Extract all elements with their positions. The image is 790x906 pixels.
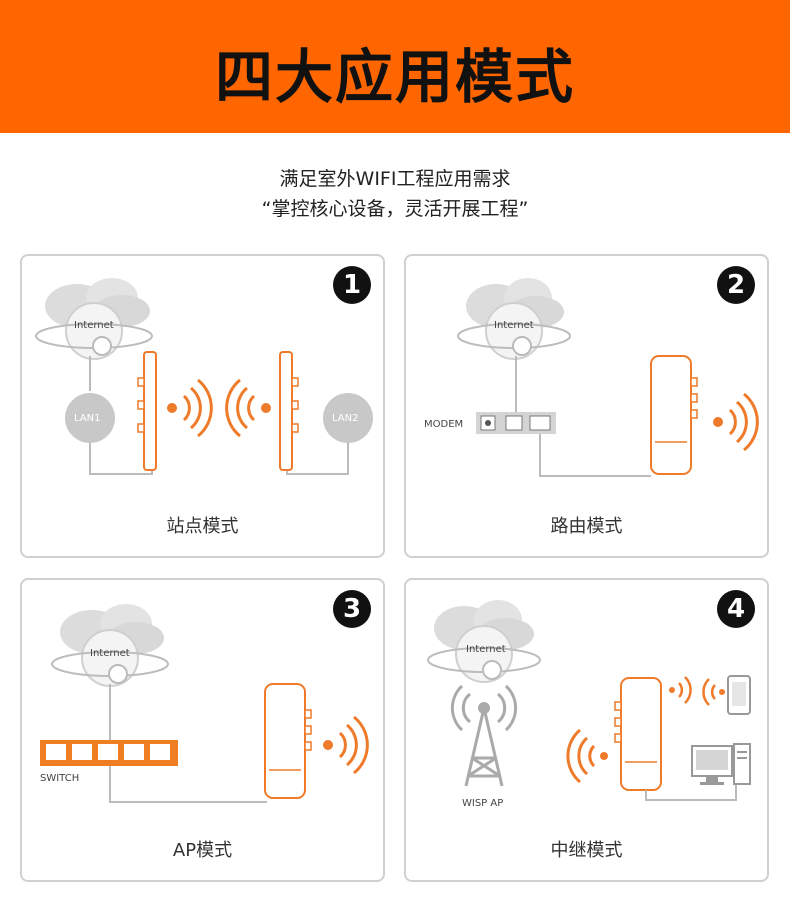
cpe-device-right-icon bbox=[279, 351, 299, 471]
wifi-signal-left-icon bbox=[225, 378, 271, 438]
globe-icon bbox=[457, 302, 571, 360]
station-mode-diagram bbox=[35, 278, 373, 475]
ap-mode-diagram bbox=[40, 604, 369, 803]
globe-icon bbox=[427, 625, 541, 683]
repeater-mode-diagram bbox=[427, 600, 751, 801]
panel-router-mode: Internet MODEM 2 路由模式 bbox=[404, 254, 769, 558]
switch-label: SWITCH bbox=[40, 773, 80, 784]
mode-caption: 中继模式 bbox=[550, 840, 623, 861]
wifi-signal-phone-icon bbox=[702, 678, 725, 706]
wisp-tower-icon bbox=[450, 684, 518, 787]
wifi-signal-left-icon bbox=[566, 728, 608, 784]
cpe-device-left-icon bbox=[137, 351, 157, 471]
mode-caption: AP模式 bbox=[172, 840, 233, 861]
header-banner: 四大应用模式 bbox=[0, 0, 790, 133]
mode-number-badge: 2 bbox=[717, 266, 755, 304]
cpe-device-icon bbox=[614, 677, 662, 791]
lan2-label: LAN2 bbox=[332, 413, 359, 424]
smartphone-icon bbox=[727, 675, 751, 715]
wifi-signal-right-icon bbox=[669, 676, 692, 704]
modem-device-icon bbox=[476, 412, 556, 434]
subtitle-line-2: “掌控核心设备，灵活开展工程” bbox=[261, 198, 529, 220]
panel-repeater-mode: Internet WISP AP 4 中继模式 bbox=[404, 578, 769, 882]
mode-number-badge: 3 bbox=[333, 590, 371, 628]
panel-station-mode: Internet LAN1 LAN2 1 站点模式 bbox=[20, 254, 385, 558]
mode-caption: 站点模式 bbox=[166, 516, 239, 537]
wifi-signal-right-icon bbox=[167, 378, 213, 438]
internet-label: Internet bbox=[466, 644, 506, 655]
internet-label: Internet bbox=[90, 648, 130, 659]
page-title: 四大应用模式 bbox=[214, 43, 575, 111]
subtitle-line-1: 满足室外WIFI工程应用需求 bbox=[279, 168, 511, 190]
internet-label: Internet bbox=[74, 320, 114, 331]
router-mode-diagram bbox=[457, 278, 759, 477]
switch-device-icon bbox=[40, 740, 178, 766]
mode-number-badge: 1 bbox=[333, 266, 371, 304]
mode-caption: 路由模式 bbox=[550, 516, 623, 537]
lan1-node bbox=[65, 393, 115, 443]
cpe-device-icon bbox=[650, 355, 698, 475]
lan1-label: LAN1 bbox=[74, 413, 101, 424]
wifi-signal-icon bbox=[713, 392, 759, 452]
desktop-computer-icon bbox=[691, 743, 751, 785]
panel-ap-mode: Internet SWITCH 3 AP模式 bbox=[20, 578, 385, 882]
globe-icon bbox=[35, 302, 153, 360]
cpe-device-icon bbox=[264, 683, 312, 799]
wisp-ap-label: WISP AP bbox=[462, 798, 504, 809]
mode-number-badge: 4 bbox=[717, 590, 755, 628]
wifi-signal-icon bbox=[323, 715, 369, 775]
lan2-node bbox=[323, 393, 373, 443]
internet-label: Internet bbox=[494, 320, 534, 331]
modem-label: MODEM bbox=[424, 419, 464, 430]
